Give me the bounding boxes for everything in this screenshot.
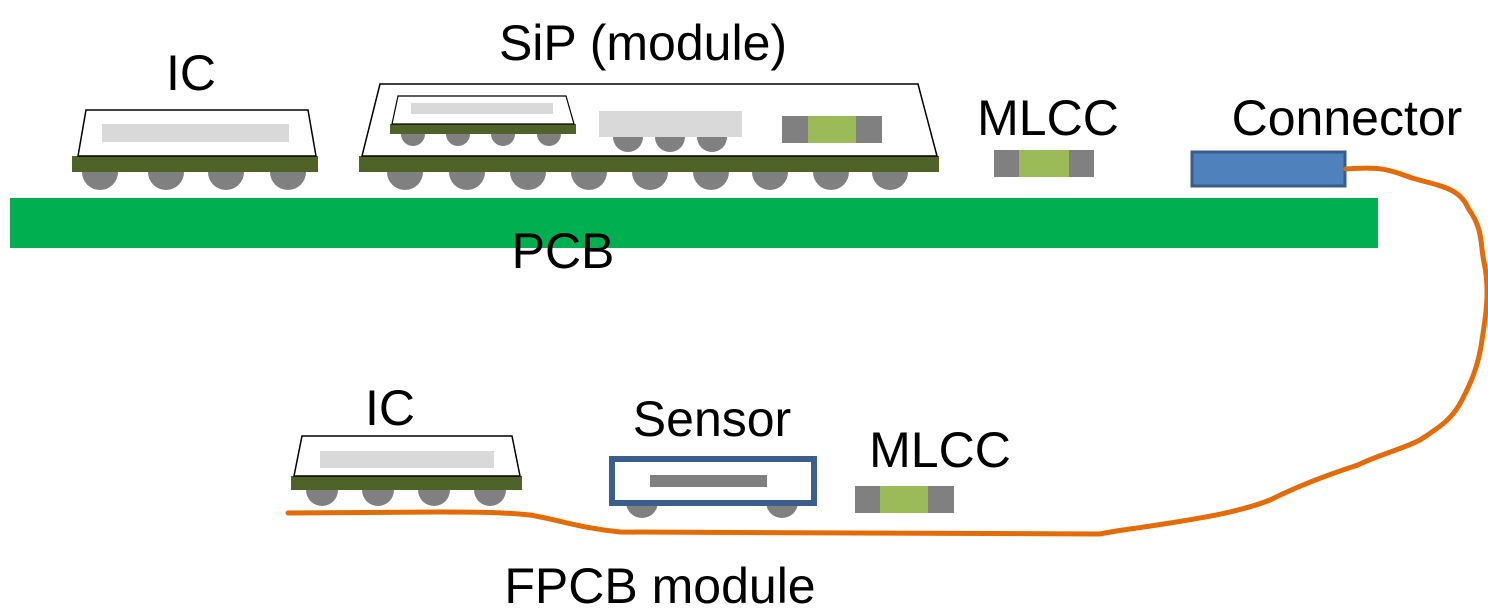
label-connector: Connector (1232, 90, 1463, 146)
sip-module (359, 83, 939, 190)
sip-flip-chip-die (599, 111, 742, 152)
sip-substrate (359, 156, 939, 172)
sip-solder-balls (387, 172, 908, 190)
sip-mlcc (782, 116, 882, 143)
label-ic-bottom: IC (365, 380, 415, 436)
sensor (609, 456, 817, 518)
ic-top-solder-balls (82, 172, 306, 190)
sip-inner-ic (390, 95, 576, 146)
connector (1190, 150, 1347, 188)
ic-top-substrate (72, 156, 318, 172)
label-ic-top: IC (166, 45, 216, 101)
label-mlcc-top: MLCC (977, 90, 1119, 146)
label-fpcb: FPCB module (504, 558, 815, 614)
pcb-board (10, 198, 1378, 248)
label-sensor: Sensor (633, 391, 791, 447)
ic-package-top (72, 109, 318, 190)
label-pcb: PCB (512, 223, 615, 279)
ic-package-bottom (291, 435, 522, 506)
mlcc-bottom (855, 486, 954, 513)
flex-cable (285, 165, 1488, 537)
label-sip: SiP (module) (499, 15, 787, 71)
mlcc-top (994, 150, 1094, 177)
label-mlcc-bottom: MLCC (869, 422, 1011, 478)
ic-top-die (102, 124, 289, 142)
